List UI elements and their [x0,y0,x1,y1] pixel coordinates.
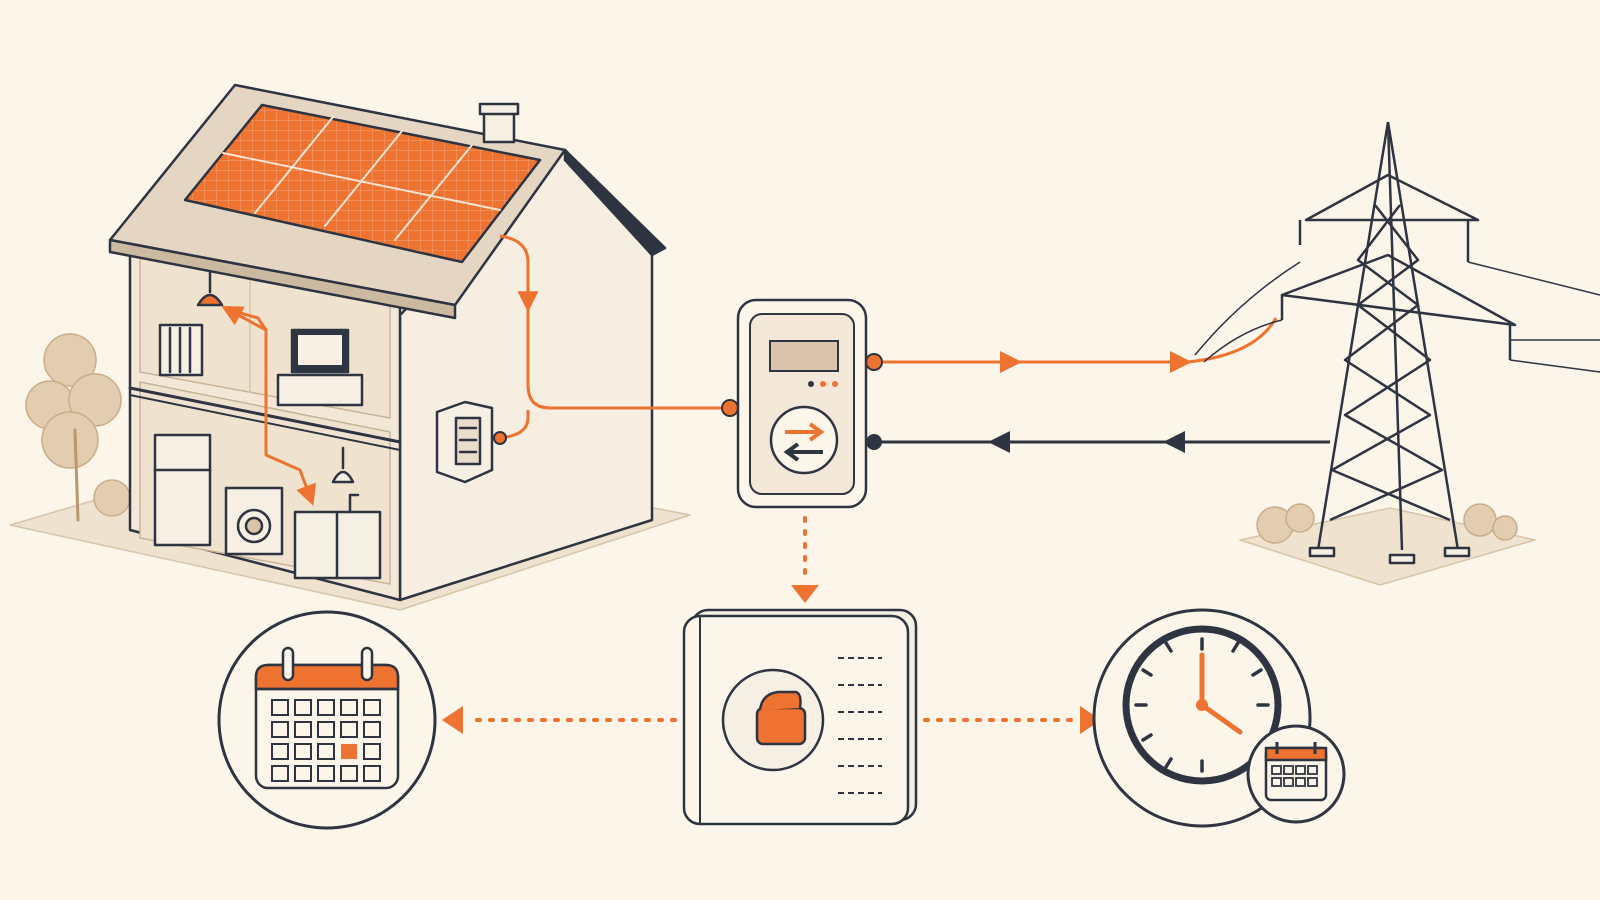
calendar-icon [217,610,437,830]
billing-to-clock-line [923,706,1101,734]
clock-with-calendar-icon [1092,608,1346,828]
radiator-icon [158,323,204,377]
refrigerator-icon [153,433,212,547]
billing-to-calendar-line [442,706,677,734]
solar-to-meter-line [493,234,739,445]
import-from-grid-line [866,431,1330,453]
export-to-grid-line [865,317,1278,373]
wallet-ledger-icon [682,608,918,826]
house-internal-flow-line [228,308,316,506]
power-transmission-tower-icon [1194,121,1600,586]
solar-panel-array [183,103,542,264]
meter-to-billing-line [791,516,819,603]
house-with-solar-panels-icon [9,83,691,611]
washing-machine-icon [224,486,284,556]
breaker-panel-icon [435,400,494,484]
television-icon [276,328,364,407]
kitchen-cabinet-icon [293,446,382,580]
highlighted-day [341,744,357,759]
bidirectional-meter-icon [736,298,868,509]
